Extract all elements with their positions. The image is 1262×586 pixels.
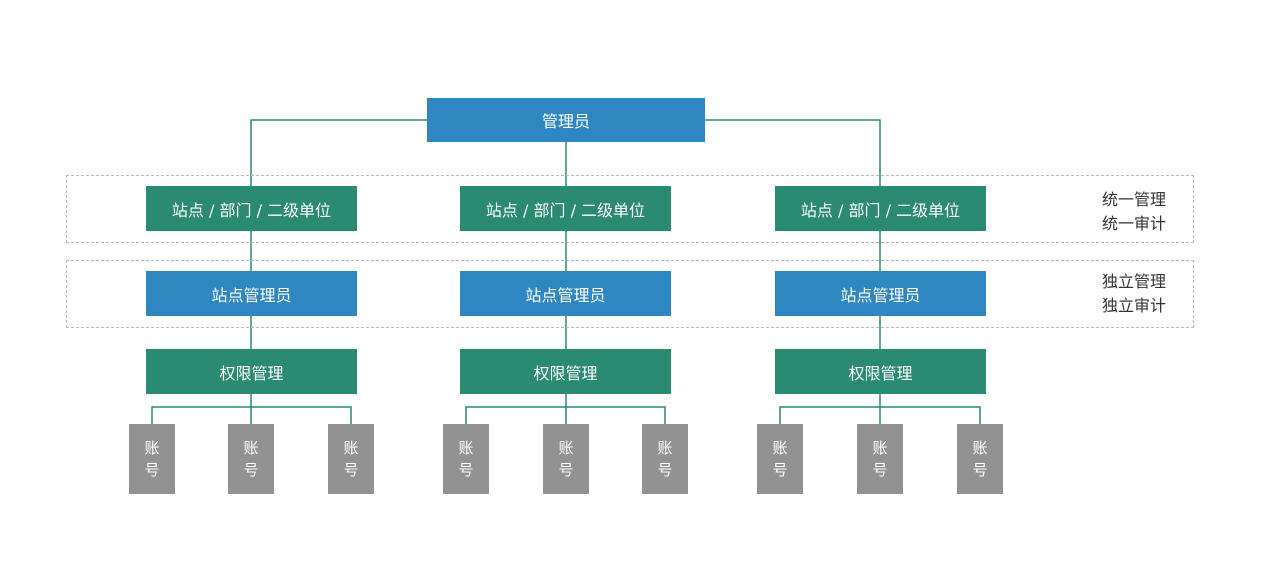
note-line-1: 统一管理 bbox=[1102, 190, 1167, 209]
connector-admin-right bbox=[705, 119, 881, 186]
connector-perm-accounts-3 bbox=[779, 394, 981, 424]
account-box-2-3: 账 号 bbox=[642, 424, 688, 494]
account-char-1: 账 bbox=[972, 439, 988, 457]
account-char-2: 号 bbox=[243, 461, 259, 479]
unified-management-band bbox=[66, 175, 1194, 243]
account-char-1: 账 bbox=[772, 439, 788, 457]
account-box-3-3: 账 号 bbox=[957, 424, 1003, 494]
account-box-1-1: 账 号 bbox=[129, 424, 175, 494]
account-box-2-1: 账 号 bbox=[443, 424, 489, 494]
site-admin-label: 站点管理员 bbox=[211, 285, 292, 305]
connector-admin-left bbox=[250, 119, 427, 186]
account-char-1: 账 bbox=[657, 439, 673, 457]
account-char-2: 号 bbox=[872, 461, 888, 479]
connector-perm-accounts-2 bbox=[465, 394, 666, 424]
permission-label: 权限管理 bbox=[533, 363, 598, 383]
unit-label: 站点 / 部门 / 二级单位 bbox=[485, 200, 646, 220]
account-box-3-2: 账 号 bbox=[857, 424, 903, 494]
account-char-1: 账 bbox=[872, 439, 888, 457]
account-box-1-2: 账 号 bbox=[228, 424, 274, 494]
account-char-1: 账 bbox=[144, 439, 160, 457]
account-char-1: 账 bbox=[343, 439, 359, 457]
independent-management-note: 独立管理 独立审计 bbox=[1102, 270, 1166, 318]
account-char-2: 号 bbox=[343, 461, 359, 479]
account-box-3-1: 账 号 bbox=[757, 424, 803, 494]
account-char-2: 号 bbox=[558, 461, 574, 479]
account-char-1: 账 bbox=[458, 439, 474, 457]
account-char-2: 号 bbox=[144, 461, 160, 479]
site-admin-label: 站点管理员 bbox=[840, 285, 921, 305]
permission-box-3: 权限管理 bbox=[775, 349, 986, 394]
note-line-2: 统一审计 bbox=[1102, 214, 1167, 233]
unit-box-2: 站点 / 部门 / 二级单位 bbox=[460, 186, 671, 231]
permission-box-1: 权限管理 bbox=[146, 349, 357, 394]
admin-label: 管理员 bbox=[541, 112, 590, 131]
permission-label: 权限管理 bbox=[219, 363, 284, 383]
permission-box-2: 权限管理 bbox=[460, 349, 671, 394]
independent-management-band bbox=[66, 260, 1194, 328]
account-box-2-2: 账 号 bbox=[543, 424, 589, 494]
site-admin-box-3: 站点管理员 bbox=[775, 271, 986, 316]
unit-box-1: 站点 / 部门 / 二级单位 bbox=[146, 186, 357, 231]
permission-label: 权限管理 bbox=[848, 363, 913, 383]
account-char-2: 号 bbox=[458, 461, 474, 479]
site-admin-label: 站点管理员 bbox=[525, 285, 606, 305]
unified-management-note: 统一管理 统一审计 bbox=[1102, 188, 1166, 236]
site-admin-box-2: 站点管理员 bbox=[460, 271, 671, 316]
account-char-2: 号 bbox=[972, 461, 988, 479]
account-char-1: 账 bbox=[243, 439, 259, 457]
account-char-2: 号 bbox=[657, 461, 673, 479]
note-line-1: 独立管理 bbox=[1102, 272, 1167, 291]
account-box-1-3: 账 号 bbox=[328, 424, 374, 494]
admin-box: 管理员 bbox=[427, 98, 705, 142]
unit-label: 站点 / 部门 / 二级单位 bbox=[171, 200, 332, 220]
note-line-2: 独立审计 bbox=[1102, 296, 1167, 315]
account-char-1: 账 bbox=[558, 439, 574, 457]
connector-perm-accounts-1 bbox=[151, 394, 352, 424]
account-char-2: 号 bbox=[772, 461, 788, 479]
unit-box-3: 站点 / 部门 / 二级单位 bbox=[775, 186, 986, 231]
site-admin-box-1: 站点管理员 bbox=[146, 271, 357, 316]
unit-label: 站点 / 部门 / 二级单位 bbox=[800, 200, 961, 220]
